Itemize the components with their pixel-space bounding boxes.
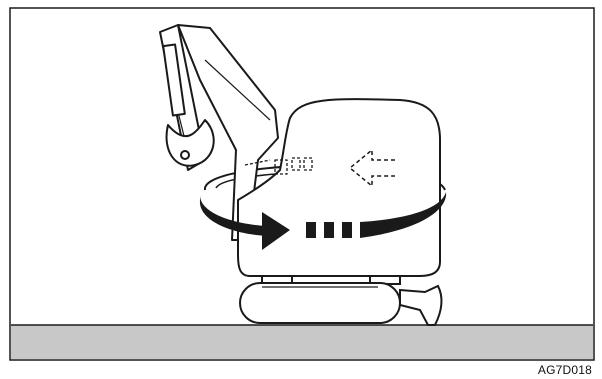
figure-id-label: AG7D018 bbox=[538, 363, 592, 377]
ground bbox=[11, 325, 593, 359]
